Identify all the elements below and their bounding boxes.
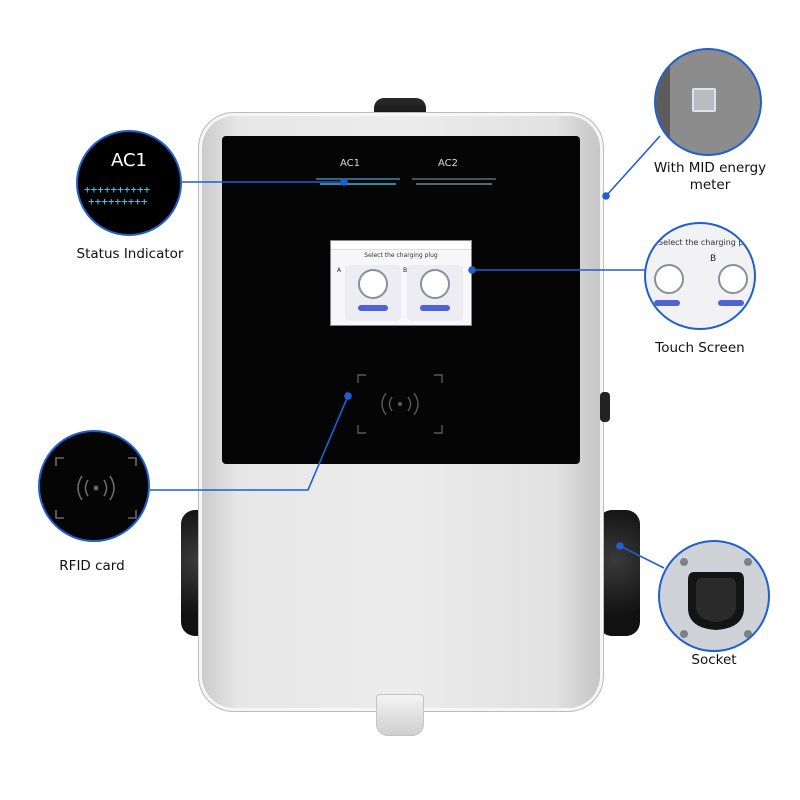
socket-icon — [680, 558, 752, 638]
touch-zoom-title: Select the charging plug — [658, 238, 756, 247]
rfid-reader[interactable] — [356, 373, 444, 435]
plug-b-prepare-button[interactable] — [420, 305, 450, 311]
status-indicator-zoom: AC1 ++++++++++ +++++++++ — [76, 130, 182, 236]
rfid-zoom-icon — [55, 457, 137, 519]
energy-meter-label: With MID energy meter — [630, 160, 790, 194]
led-label-ac1: AC1 — [340, 158, 361, 169]
type2-plug-icon-a — [358, 269, 388, 299]
led-label-ac2: AC2 — [438, 158, 459, 169]
screen-status-bar — [331, 241, 471, 250]
energy-meter-icon — [692, 88, 716, 112]
touch-screen-zoom: Select the charging plug B — [644, 222, 756, 330]
rfid-label: RFID card — [59, 558, 125, 574]
screen-title: Select the charging plug — [364, 252, 438, 259]
touch-screen-label: Touch Screen — [655, 340, 745, 356]
type2-plug-icon-b — [420, 269, 450, 299]
svg-text:++++++++++: ++++++++++ — [84, 184, 151, 196]
svg-text:+++++++++: +++++++++ — [88, 195, 148, 208]
led-strip-icon-ac2 — [412, 178, 496, 185]
status-led-icon: ++++++++++ +++++++++ — [84, 184, 151, 208]
type2-plug-icon-zoom-b — [718, 264, 748, 294]
plug-b-letter: B — [403, 267, 408, 274]
energy-meter-label-line1: With MID energy — [653, 160, 767, 176]
right-cable-holster — [598, 510, 640, 636]
plug-a-prepare-button[interactable] — [358, 305, 388, 311]
side-button[interactable] — [600, 392, 610, 422]
status-zoom-text: AC1 — [110, 150, 148, 171]
status-led-ac2 — [410, 176, 498, 188]
zoom-prepare-a — [654, 300, 680, 306]
energy-meter-label-line2: meter — [689, 177, 731, 193]
zoom-prepare-b — [718, 300, 744, 306]
type2-plug-icon-zoom-a — [654, 264, 684, 294]
energy-meter-zoom — [654, 48, 762, 156]
touch-screen[interactable]: Select the charging plug A B — [330, 240, 472, 326]
touch-zoom-letter-b: B — [710, 254, 717, 264]
bottom-cable-gland — [376, 694, 424, 736]
plug-a-letter: A — [337, 267, 342, 274]
socket-zoom — [658, 540, 770, 652]
status-indicator-label: Status Indicator — [76, 246, 184, 262]
socket-label: Socket — [691, 652, 737, 668]
rfid-icon — [357, 374, 443, 434]
rfid-zoom — [38, 430, 150, 542]
meter-edge — [656, 50, 670, 154]
led-strip-icon-ac1 — [316, 178, 400, 185]
status-led-ac1 — [314, 176, 402, 188]
